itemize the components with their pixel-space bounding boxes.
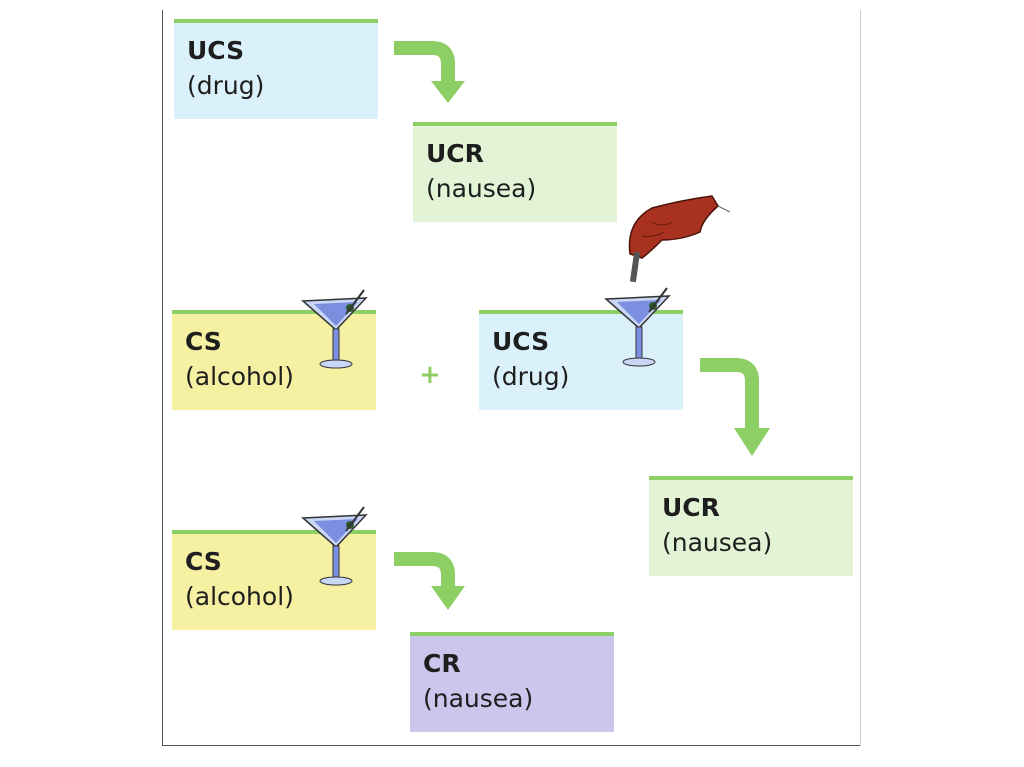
box-title: UCR (426, 139, 484, 168)
box-title: UCS (492, 327, 550, 356)
box-subtitle: (nausea) (423, 684, 534, 713)
box-subtitle: (drug) (187, 71, 265, 100)
arrow-icon-1 (394, 41, 465, 103)
box-subtitle: (nausea) (662, 528, 773, 557)
martini-glass-icon-3 (301, 506, 368, 586)
frame-left-border (162, 10, 163, 746)
martini-glass-icon-1 (301, 289, 368, 369)
box-subtitle: (drug) (492, 362, 570, 391)
plus-sign: + (419, 360, 441, 390)
cr-nausea-box: CR (nausea) (410, 632, 614, 732)
box-title: CS (185, 327, 222, 356)
box-subtitle: (nausea) (426, 174, 537, 203)
box-title: UCR (662, 493, 720, 522)
ucs-drug-box-1: UCS (drug) (174, 19, 378, 119)
box-title: CR (423, 649, 461, 678)
arrow-icon-3 (394, 552, 465, 610)
ucr-nausea-box-1: UCR (nausea) (413, 122, 617, 222)
frame-right-border (860, 10, 861, 746)
martini-glass-icon-2 (604, 287, 671, 367)
box-title: CS (185, 547, 222, 576)
ucr-nausea-box-2: UCR (nausea) (649, 476, 853, 576)
arrow-icon-2 (700, 358, 770, 456)
box-subtitle: (alcohol) (185, 362, 294, 391)
frame-bottom-border (162, 745, 861, 746)
hand-dropper-icon (628, 195, 731, 283)
box-title: UCS (187, 36, 245, 65)
box-subtitle: (alcohol) (185, 582, 294, 611)
